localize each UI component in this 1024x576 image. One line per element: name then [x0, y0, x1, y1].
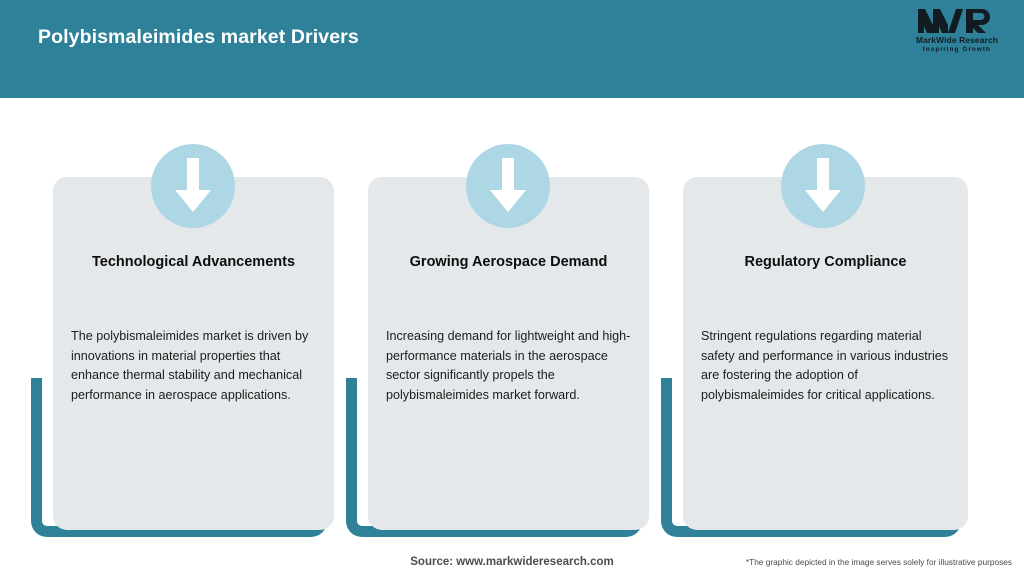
cards-container: Technological Advancements The polybisma… [0, 98, 1024, 538]
header-bar: Polybismaleimides market Drivers MarkWid… [0, 0, 1024, 98]
card-title: Regulatory Compliance [744, 254, 907, 270]
card-panel: Regulatory Compliance Stringent regulati… [683, 177, 968, 530]
disclaimer-text: *The graphic depicted in the image serve… [745, 557, 1012, 567]
arrow-down-icon [466, 144, 550, 228]
logo-company-name: MarkWide Research [915, 35, 999, 45]
logo-mark-icon [904, 8, 1010, 34]
card-panel: Technological Advancements The polybisma… [53, 177, 334, 530]
arrow-down-icon [151, 144, 235, 228]
card-panel: Growing Aerospace Demand Increasing dema… [368, 177, 649, 530]
driver-card-2[interactable]: Growing Aerospace Demand Increasing dema… [346, 98, 656, 538]
card-body-text: Increasing demand for lightweight and hi… [386, 329, 631, 402]
logo-tagline: Inspiring Growth [923, 46, 991, 53]
card-title: Growing Aerospace Demand [409, 254, 608, 270]
card-body-text: The polybismaleimides market is driven b… [71, 329, 309, 402]
driver-card-3[interactable]: Regulatory Compliance Stringent regulati… [661, 98, 971, 538]
logo: MarkWide Research Inspiring Growth [904, 8, 1010, 58]
driver-card-1[interactable]: Technological Advancements The polybisma… [31, 98, 341, 538]
arrow-down-icon [781, 144, 865, 228]
source-label: Source: www.markwideresearch.com [410, 556, 614, 568]
card-title: Technological Advancements [91, 254, 296, 270]
page-title: Polybismaleimides market Drivers [38, 26, 359, 48]
card-body-text: Stringent regulations regarding material… [701, 329, 949, 402]
